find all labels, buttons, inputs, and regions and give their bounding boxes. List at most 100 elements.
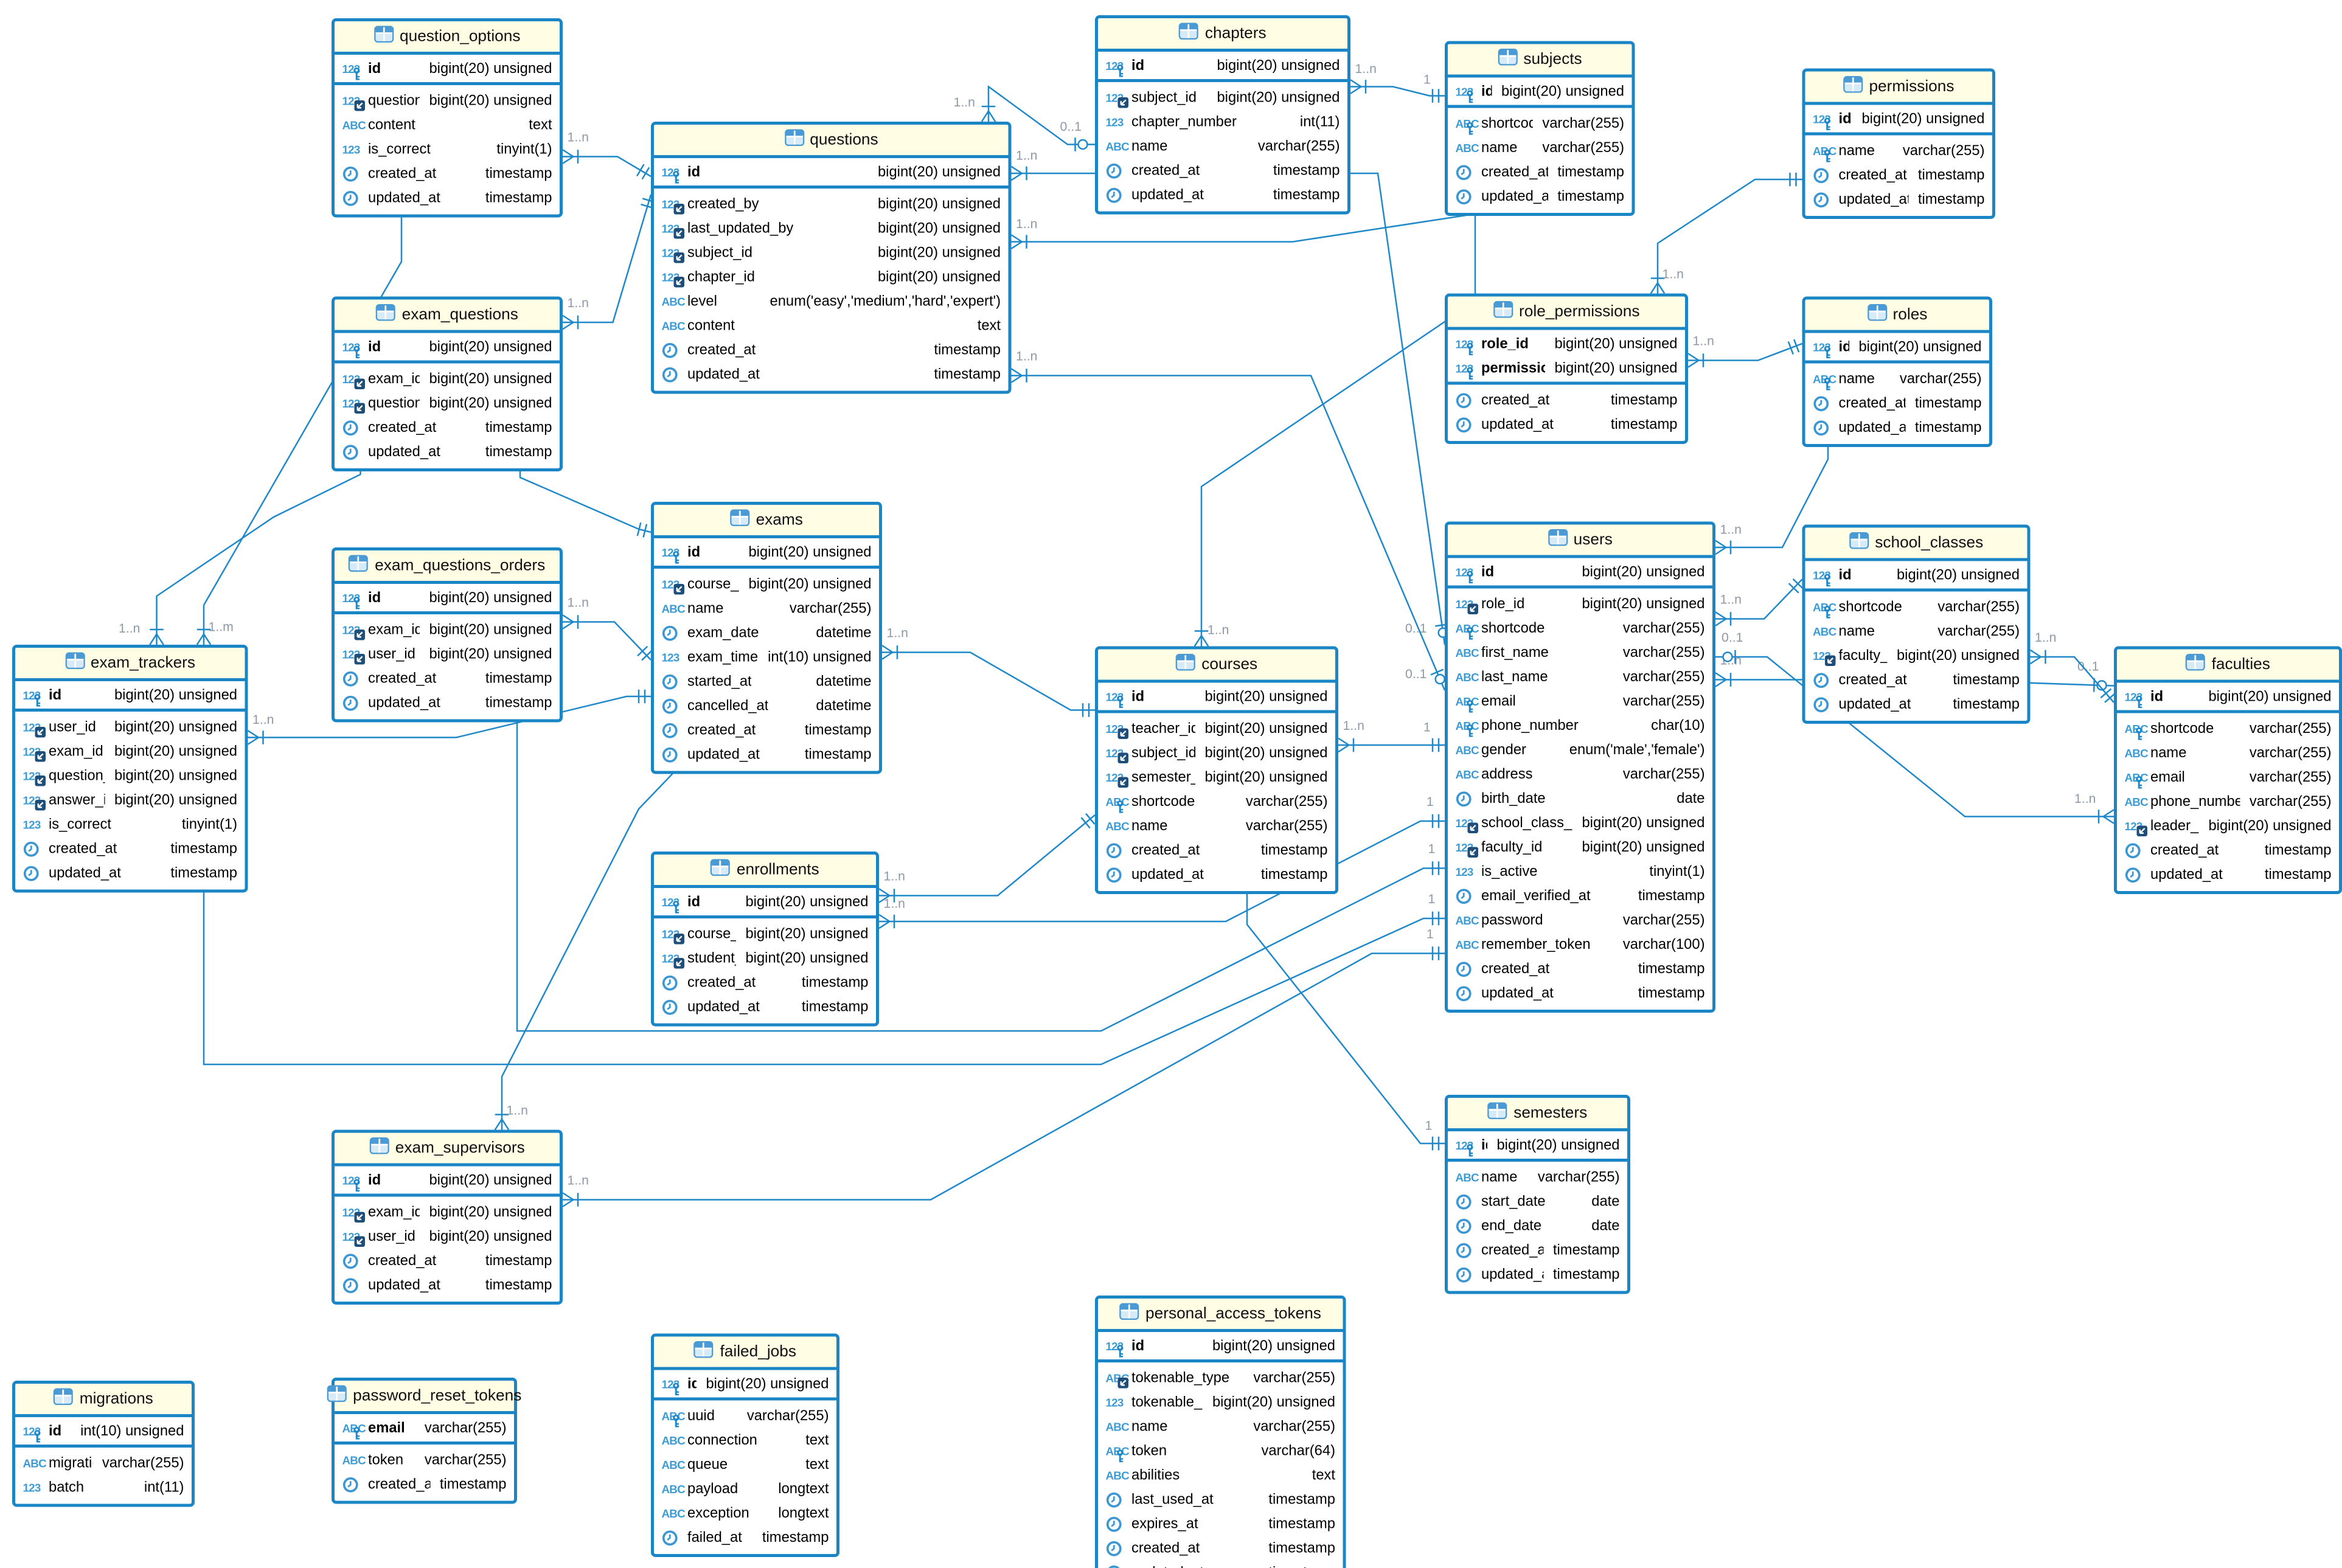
column-row[interactable]: ABCmigrationvarchar(255) — [15, 1451, 192, 1475]
table-header[interactable]: courses — [1098, 649, 1335, 683]
table-header[interactable]: password_reset_tokens — [327, 1381, 521, 1414]
table-header[interactable]: permissions — [1805, 71, 1992, 105]
table-header[interactable]: questions — [654, 125, 1009, 158]
table-header[interactable]: chapters — [1098, 18, 1347, 52]
table-header[interactable]: faculties — [2117, 649, 2339, 683]
table-header[interactable]: exam_trackers — [15, 648, 245, 681]
